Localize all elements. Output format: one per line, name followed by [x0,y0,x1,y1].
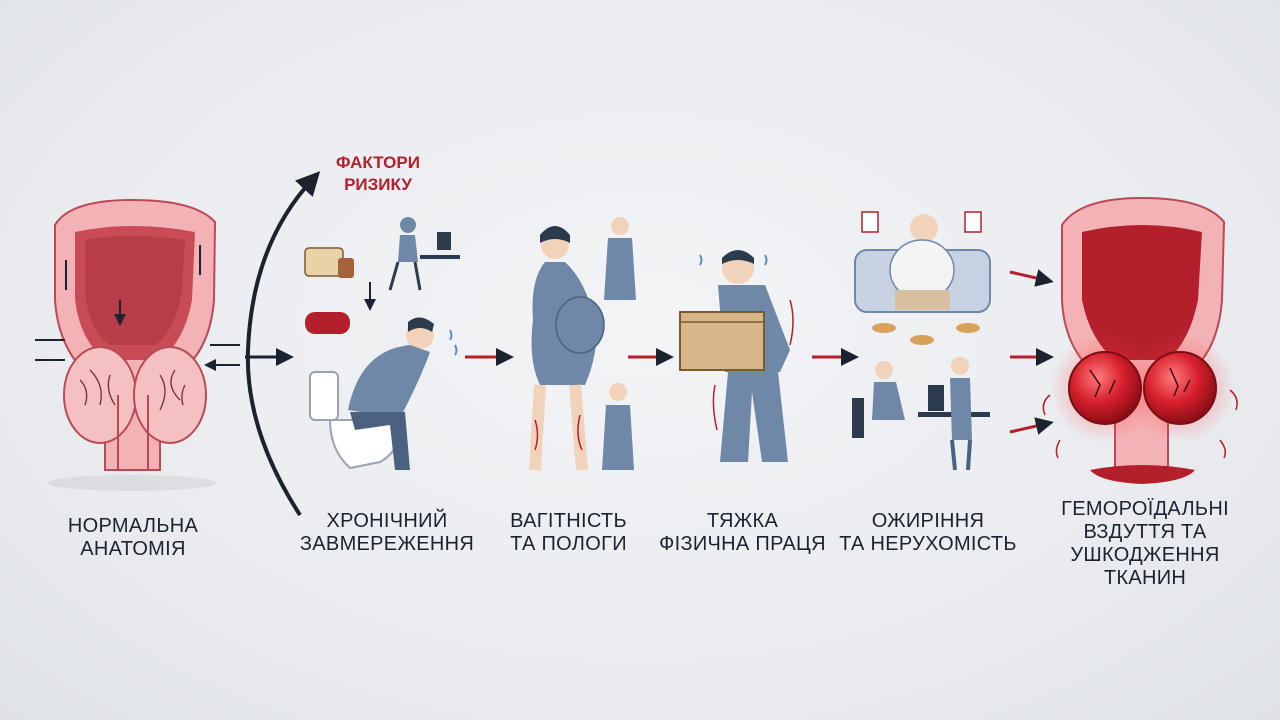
label-line: ГЕМОРОЇДАЛЬНІ [1061,498,1229,520]
label-hemorrhoids: ГЕМОРОЇДАЛЬНІ ВЗДУТТЯ ТА УШКОДЖЕННЯ ТКАН… [1050,498,1240,590]
label-line: ФІЗИЧНА ПРАЦЯ [659,533,826,555]
heavy-labor-illustration [679,250,794,462]
label-line: ХРОНІЧНИЙ [326,510,448,532]
label-line: НОРМАЛЬНА [67,515,199,537]
normal-anatomy-illustration [35,198,240,491]
constipation-illustration [304,217,460,470]
label-line: УШКОДЖЕННЯ [1070,544,1220,566]
obesity-illustration [852,211,991,471]
label-line: АНАТОМІЯ [80,538,186,560]
hemorrhoid-anatomy-illustration [1042,196,1238,484]
label-line: ТА НЕРУХОМІСТЬ [839,533,1017,555]
flow-arrow-red-4a [1009,269,1054,287]
risk-factors-title-line-2: РИЗИКУ [344,175,412,194]
label-line: ОЖИРІННЯ [871,510,985,532]
label-obesity: ОЖИРІННЯ ТА НЕРУХОМІСТЬ [828,510,1028,556]
pregnancy-illustration [529,217,636,471]
label-line: ТА ПОЛОГИ [510,533,627,555]
risk-factors-title: ФАКТОРИ РИЗИКУ [318,152,438,196]
label-line: ТКАНИН [1103,567,1187,589]
flow-arrow-red-4c [1009,417,1054,435]
label-pregnancy: ВАГІТНІСТЬ ТА ПОЛОГИ [496,510,641,556]
label-line: ТЯЖКА [706,510,779,532]
risk-factors-title-line-1: ФАКТОРИ [336,153,420,172]
label-line: ВАГІТНІСТЬ [510,510,627,532]
label-normal-anatomy: НОРМАЛЬНА АНАТОМІЯ [58,515,208,561]
branch-curve [245,171,321,517]
label-line: ВЗДУТТЯ ТА [1083,521,1207,543]
label-heavy-labor: ТЯЖКА ФІЗИЧНА ПРАЦЯ [645,510,840,556]
label-line: ЗАВМЕРЕЖЕННЯ [299,533,475,555]
label-constipation: ХРОНІЧНИЙ ЗАВМЕРЕЖЕННЯ [292,510,482,556]
